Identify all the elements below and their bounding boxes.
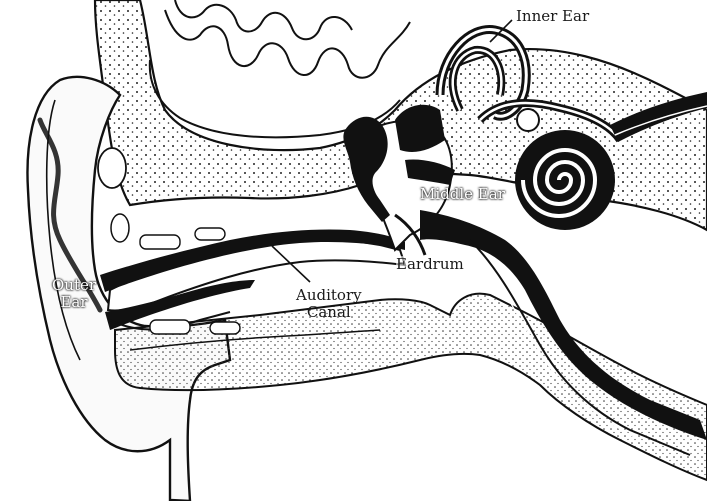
auditory-canal-label-line1: Auditory	[296, 287, 362, 304]
middle-ear-label: Middle Ear	[420, 186, 505, 203]
inner-ear-label: Inner Ear	[516, 8, 589, 25]
eardrum-label: Eardrum	[396, 256, 464, 273]
outer-ear-label-line1: Outer	[52, 277, 96, 294]
cochlea	[515, 130, 615, 230]
outer-ear-label: Outer Ear	[52, 277, 96, 311]
auditory-canal-label: Auditory Canal	[296, 287, 362, 321]
outer-ear-label-line2: Ear	[52, 294, 96, 311]
ear-lobe-hollow	[98, 148, 126, 188]
auditory-canal-label-line2: Canal	[296, 304, 362, 321]
